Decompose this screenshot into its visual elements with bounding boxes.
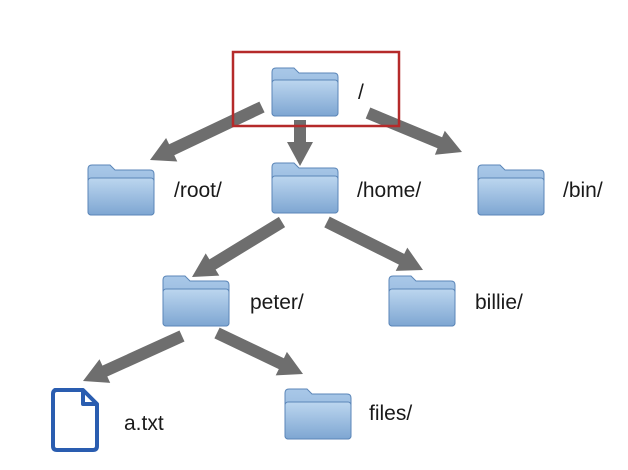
folder-icon [271, 162, 339, 214]
arrow-root-dir-to-bin [365, 107, 462, 155]
folder-icon [477, 164, 545, 216]
folder-icon [271, 67, 339, 117]
edges-layer [83, 101, 462, 383]
arrow-home-to-billie [324, 216, 423, 271]
folder-icon [284, 388, 352, 440]
node-files[interactable]: files/ [284, 388, 412, 440]
folder-icon [87, 164, 155, 216]
node-billie[interactable]: billie/ [388, 275, 523, 327]
arrow-peter-to-a-txt [83, 330, 185, 383]
nodes-layer: / /root/ /home/ /bin/ [51, 67, 603, 452]
node-label: a.txt [124, 412, 164, 435]
folder-icon [162, 275, 230, 327]
node-label: /bin/ [563, 179, 603, 202]
node-root-home[interactable]: /root/ [87, 164, 222, 216]
node-label: files/ [369, 402, 412, 425]
node-label: /root/ [174, 179, 222, 202]
arrow-home-to-peter [192, 216, 286, 277]
arrow-peter-to-files [214, 327, 303, 376]
node-home[interactable]: /home/ [271, 162, 421, 214]
document-icon [51, 388, 99, 452]
node-label: / [358, 81, 364, 104]
node-peter[interactable]: peter/ [162, 275, 304, 327]
node-a-txt[interactable]: a.txt [51, 388, 164, 452]
highlight-box [231, 50, 401, 128]
node-label: billie/ [475, 291, 523, 314]
node-label: peter/ [250, 291, 304, 314]
node-root-dir[interactable]: / [271, 67, 364, 117]
folder-icon [388, 275, 456, 327]
node-bin[interactable]: /bin/ [477, 164, 603, 216]
arrow-root-dir-to-home [287, 120, 313, 166]
node-label: /home/ [357, 179, 421, 202]
arrow-root-dir-to-root-home [150, 101, 265, 162]
